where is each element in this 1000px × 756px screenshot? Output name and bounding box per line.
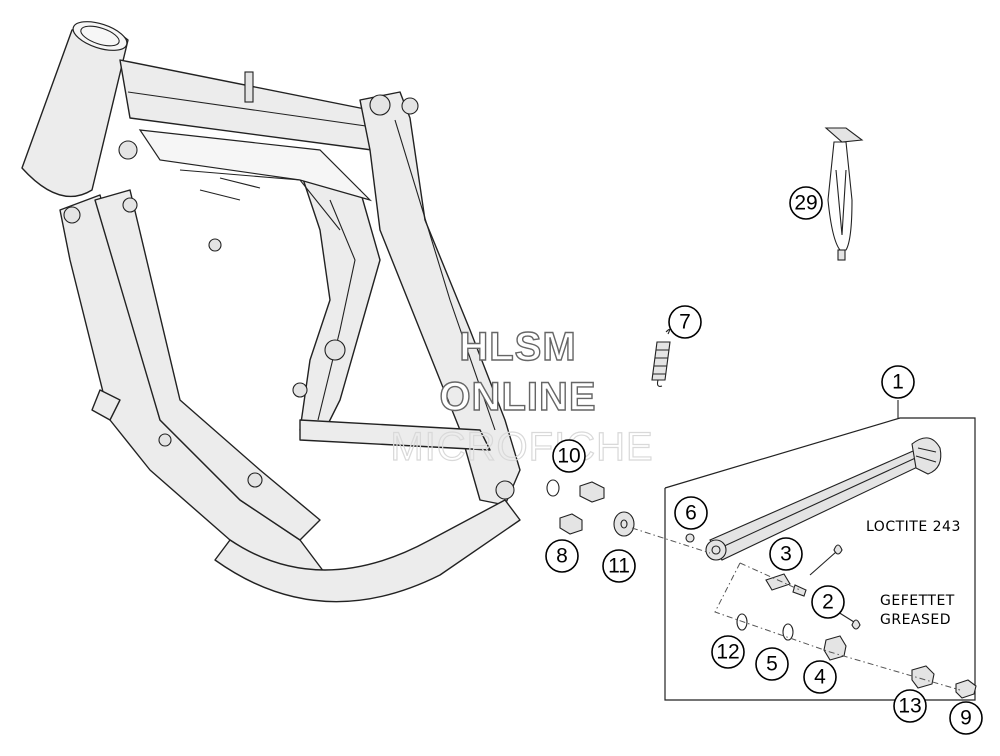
svg-text:9: 9 [960, 707, 972, 730]
watermark-line1: HLSM [459, 325, 576, 369]
part-7-spring [651, 328, 671, 387]
watermark: HLSM ONLINE MICROFICHE [390, 324, 654, 469]
svg-text:11: 11 [608, 555, 630, 578]
svg-text:10: 10 [557, 445, 580, 468]
callout-13[interactable]: 13 [893, 689, 927, 723]
note-loctite: LOCTITE 243 [866, 519, 961, 535]
callout-8[interactable]: 8 [545, 539, 579, 573]
svg-text:5: 5 [766, 653, 778, 676]
callout-3[interactable]: 3 [769, 537, 803, 571]
svg-text:6: 6 [685, 502, 697, 525]
motorcycle-frame [21, 21, 521, 603]
callout-1[interactable]: 1 [881, 365, 915, 399]
callout-7[interactable]: 7 [668, 305, 702, 339]
callout-4[interactable]: 4 [803, 660, 837, 694]
assembly-notes: LOCTITE 243 GEFETTET GREASED [866, 519, 961, 628]
svg-text:4: 4 [814, 666, 826, 689]
callout-9[interactable]: 9 [949, 701, 983, 735]
callout-12[interactable]: 12 [711, 635, 745, 669]
part-29-tool [824, 127, 864, 261]
assembly-lines [631, 527, 961, 691]
callouts: 1 2 3 4 5 6 7 8 [545, 186, 983, 735]
watermark-line2: ONLINE [439, 375, 596, 419]
assembly-box-1 [664, 417, 976, 701]
callout-11[interactable]: 11 [602, 549, 636, 583]
svg-text:29: 29 [794, 192, 817, 215]
callout-29[interactable]: 29 [789, 186, 823, 220]
svg-text:8: 8 [556, 545, 568, 568]
svg-text:3: 3 [780, 543, 792, 566]
svg-text:1: 1 [892, 371, 904, 394]
side-stand [705, 437, 942, 561]
small-parts [546, 479, 977, 699]
svg-text:7: 7 [679, 311, 691, 334]
note-grease-de: GEFETTET [880, 593, 955, 609]
note-grease-en: GREASED [880, 612, 951, 628]
watermark-line3: MICROFICHE [390, 425, 653, 469]
svg-text:13: 13 [898, 695, 921, 718]
callout-5[interactable]: 5 [755, 647, 789, 681]
callout-2[interactable]: 2 [811, 585, 845, 619]
callout-6[interactable]: 6 [674, 496, 708, 530]
svg-text:2: 2 [822, 591, 834, 614]
svg-text:12: 12 [716, 641, 739, 664]
callout-10[interactable]: 10 [552, 439, 586, 473]
